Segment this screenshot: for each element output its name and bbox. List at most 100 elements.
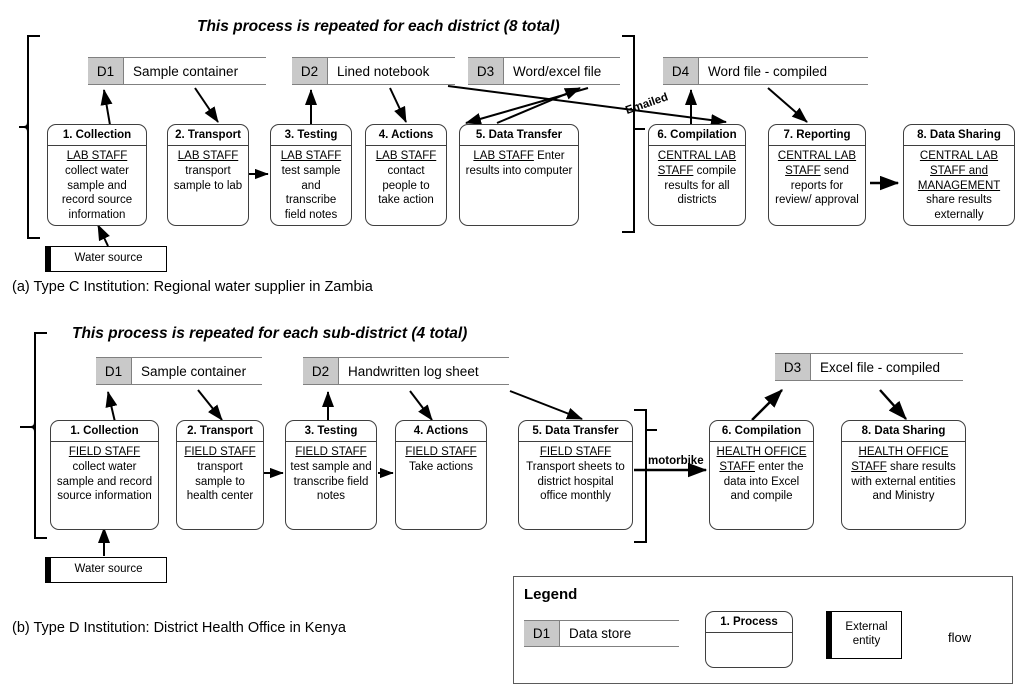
- row-b-right-bracket: [634, 409, 657, 543]
- process-title: 8. Data Sharing: [842, 421, 965, 443]
- datastore-key: D2: [292, 58, 328, 84]
- arrow-b-d2-to-actions: [409, 390, 433, 421]
- process-actor: FIELD STAFF: [68, 446, 141, 459]
- process-title: 5. Data Transfer: [519, 421, 632, 443]
- process-title: 2. Transport: [168, 125, 248, 147]
- process-actor: LAB STAFF: [177, 150, 239, 163]
- arrow-b-d3-to-datasharing: [879, 389, 907, 420]
- datastore-label: Sample container: [141, 363, 247, 379]
- external-entity-water-source-row-b[interactable]: Water source: [45, 557, 167, 583]
- process-title: 3. Testing: [286, 421, 376, 443]
- process-description: share results externally: [926, 194, 992, 222]
- process-description: test sample and transcribe field notes: [290, 460, 372, 503]
- arrow-d3-to-compilation: [447, 85, 727, 127]
- process-title: 8. Data Sharing: [904, 125, 1014, 147]
- process-5-data-transfer-row-a[interactable]: 5. Data Transfer LAB STAFF Enter results…: [459, 124, 579, 226]
- process-4-actions-row-b[interactable]: 4. Actions FIELD STAFF Take actions: [395, 420, 487, 530]
- process-description: compile results for all districts: [664, 164, 737, 207]
- legend-external-entity-sample: External entity: [826, 611, 902, 659]
- datastore-label: Handwritten log sheet: [348, 363, 479, 379]
- process-title: 4. Actions: [396, 421, 486, 443]
- process-description: collect water sample and record source i…: [61, 164, 133, 222]
- process-5-data-transfer-row-b[interactable]: 5. Data Transfer FIELD STAFF Transport s…: [518, 420, 633, 530]
- datastore-key: D1: [524, 621, 560, 646]
- datastore-key: D3: [775, 354, 811, 380]
- arrow-b-compilation-to-d3: [751, 389, 783, 421]
- arrow-d2-to-actions: [389, 87, 407, 123]
- caption-b: (b) Type D Institution: District Health …: [12, 620, 346, 636]
- process-7-reporting-row-a[interactable]: 7. Reporting CENTRAL LAB STAFF send repo…: [768, 124, 866, 226]
- process-title: 1. Collection: [51, 421, 158, 443]
- process-6-compilation-row-a[interactable]: 6. Compilation CENTRAL LAB STAFF compile…: [648, 124, 746, 226]
- process-actor: FIELD STAFF: [405, 446, 477, 459]
- arrow-d1-to-transport: [194, 87, 219, 123]
- process-6-compilation-row-b[interactable]: 6. Compilation HEALTH OFFICE STAFF enter…: [709, 420, 814, 530]
- process-description: test sample and transcribe field notes: [281, 164, 341, 222]
- datastore-key: D2: [303, 358, 339, 384]
- process-1-collection-row-b[interactable]: 1. Collection FIELD STAFF collect water …: [50, 420, 159, 530]
- legend-title: Legend: [524, 586, 578, 603]
- row-a-left-bracket: [19, 35, 40, 239]
- datastore-d3-row-a[interactable]: D3 Word/excel file: [468, 57, 620, 85]
- process-4-actions-row-a[interactable]: 4. Actions LAB STAFF contact people to t…: [365, 124, 447, 226]
- arrow-d2-to-datatransfer: [465, 87, 589, 125]
- process-actor: HEALTH OFFICE STAFF: [716, 446, 807, 473]
- process-body: CENTRAL LAB STAFF compile results for al…: [649, 146, 745, 210]
- datastore-d1-row-b[interactable]: D1 Sample container: [96, 357, 262, 385]
- process-description: send reports for review/ approval: [775, 164, 859, 207]
- process-title: 1. Collection: [48, 125, 146, 147]
- legend-process-sample: 1. Process: [705, 611, 793, 668]
- datastore-d3-row-b[interactable]: D3 Excel file - compiled: [775, 353, 963, 381]
- datastore-d4-row-a[interactable]: D4 Word file - compiled: [663, 57, 868, 85]
- arrow-b-d1-to-transport: [197, 389, 223, 421]
- process-body: HEALTH OFFICE STAFF enter the data into …: [710, 442, 813, 506]
- datastore-label: Word file - compiled: [708, 63, 828, 79]
- process-3-testing-row-b[interactable]: 3. Testing FIELD STAFF test sample and t…: [285, 420, 377, 530]
- process-1-collection-row-a[interactable]: 1. Collection LAB STAFF collect water sa…: [47, 124, 147, 226]
- process-title: 4. Actions: [366, 125, 446, 147]
- process-body: HEALTH OFFICE STAFF share results with e…: [842, 442, 965, 506]
- external-entity-water-source-row-a[interactable]: Water source: [45, 246, 167, 272]
- process-actor: LAB STAFF: [375, 150, 437, 163]
- process-actor: FIELD STAFF: [539, 446, 612, 459]
- process-description: Enter results into computer: [465, 150, 573, 177]
- process-2-transport-row-b[interactable]: 2. Transport FIELD STAFF transport sampl…: [176, 420, 264, 530]
- process-body: LAB STAFF transport sample to lab: [168, 146, 248, 195]
- arrow-b-collection-to-d1: [105, 391, 118, 423]
- process-actor: FIELD STAFF: [184, 446, 256, 459]
- datastore-label: Excel file - compiled: [820, 359, 941, 375]
- arrow-d4-to-reporting: [767, 87, 808, 123]
- datastore-key: D3: [468, 58, 504, 84]
- arrow-datatransfer-to-d3: [496, 87, 581, 124]
- process-title: 3. Testing: [271, 125, 351, 147]
- process-8-data-sharing-row-a[interactable]: 8. Data Sharing CENTRAL LAB STAFF and MA…: [903, 124, 1015, 226]
- datastore-label: Word/excel file: [513, 63, 602, 79]
- process-body: [706, 633, 792, 638]
- datastore-d2-row-a[interactable]: D2 Lined notebook: [292, 57, 455, 85]
- process-body: FIELD STAFF test sample and transcribe f…: [286, 442, 376, 506]
- datastore-label: Lined notebook: [337, 63, 430, 79]
- arrow-collection-to-d1: [100, 89, 113, 126]
- process-8-data-sharing-row-b[interactable]: 8. Data Sharing HEALTH OFFICE STAFF shar…: [841, 420, 966, 530]
- process-3-testing-row-a[interactable]: 3. Testing LAB STAFF test sample and tra…: [270, 124, 352, 226]
- process-description: Transport sheets to district hospital of…: [526, 460, 625, 503]
- datastore-d2-row-b[interactable]: D2 Handwritten log sheet: [303, 357, 509, 385]
- row-b-repeat-note: This process is repeated for each sub-di…: [72, 325, 468, 342]
- legend-datastore-sample: D1 Data store: [524, 620, 679, 647]
- process-2-transport-row-a[interactable]: 2. Transport LAB STAFF transport sample …: [167, 124, 249, 226]
- caption-a: (a) Type C Institution: Regional water s…: [12, 279, 373, 295]
- process-body: CENTRAL LAB STAFF send reports for revie…: [769, 146, 865, 210]
- process-title: 2. Transport: [177, 421, 263, 443]
- process-body: LAB STAFF collect water sample and recor…: [48, 146, 146, 225]
- process-description: Take actions: [409, 460, 473, 473]
- datastore-d1-row-a[interactable]: D1 Sample container: [88, 57, 266, 85]
- process-actor: HEALTH OFFICE STAFF: [851, 446, 949, 473]
- process-body: LAB STAFF test sample and transcribe fie…: [271, 146, 351, 225]
- process-description: enter the data into Excel and compile: [723, 460, 804, 503]
- process-body: FIELD STAFF Take actions: [396, 442, 486, 476]
- process-actor: LAB STAFF: [473, 150, 534, 163]
- flow-label-motorbike: motorbike: [648, 455, 704, 467]
- legend-flow-label: flow: [948, 630, 972, 645]
- process-title: 7. Reporting: [769, 125, 865, 147]
- process-actor: CENTRAL LAB STAFF and MANAGEMENT: [917, 150, 1001, 192]
